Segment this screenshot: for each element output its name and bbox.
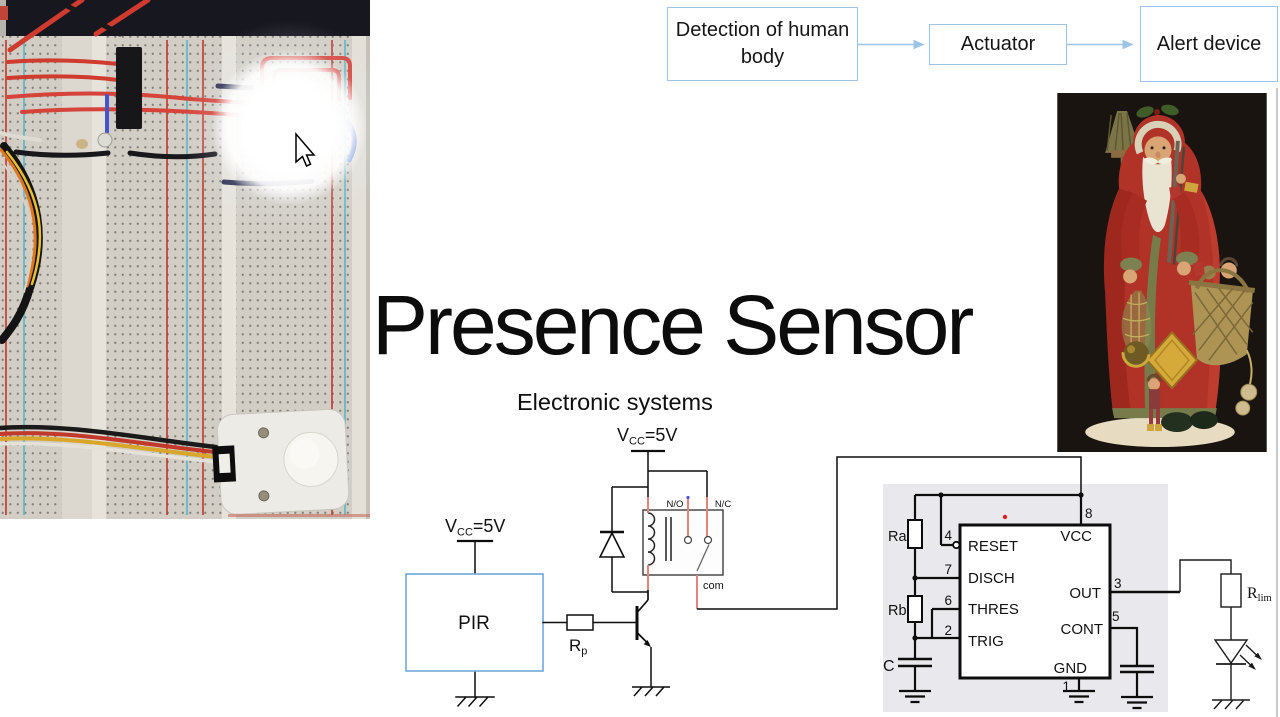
santa-face — [1144, 136, 1172, 164]
timer-555-circuit: Ra Rb C 4 7 6 2 8 3 5 1 RESET DISCH THRE… — [883, 492, 1180, 710]
pin-name-trig: TRIG — [968, 633, 1004, 650]
flow-box-alert: Alert device — [1140, 6, 1278, 82]
ground-symbol — [632, 686, 670, 697]
ic-chip-555 — [116, 47, 142, 129]
pin-name-gnd: GND — [1054, 660, 1088, 677]
pin-num-thres: 6 — [944, 593, 952, 608]
pin-num-disch: 7 — [944, 562, 952, 577]
santa-image — [1057, 93, 1267, 452]
relay-coil — [647, 512, 656, 566]
pin-num-vcc: 8 — [1085, 506, 1093, 521]
resistor-rlim-label: Rlim — [1247, 585, 1272, 604]
flow-box-detection: Detection of human body — [667, 7, 858, 81]
breadboard-photo — [0, 0, 370, 519]
resistor-rp-label: Rp — [569, 636, 587, 658]
hanging-doll — [1146, 373, 1162, 432]
santa-boot — [1189, 411, 1218, 430]
led-emission-arrows — [1239, 644, 1262, 670]
relay-to-timer-wire — [697, 456, 1082, 610]
reset-inversion-bubble — [952, 540, 961, 550]
rb-label: Rb — [888, 603, 907, 619]
ground-symbol — [1063, 689, 1095, 704]
page-subtitle: Electronic systems — [517, 389, 713, 415]
pin-name-cont: CONT — [1061, 621, 1104, 638]
flow-arrows — [858, 39, 1134, 50]
ra-label: Ra — [888, 529, 907, 545]
pir-block — [405, 573, 544, 672]
pir-vcc-label: VCC=5V — [445, 516, 505, 539]
net-bag-ball — [1121, 290, 1152, 368]
c-label: C — [883, 658, 895, 675]
capacitor-component — [76, 139, 88, 149]
flow-box-actuator-label: Actuator — [960, 33, 1036, 55]
relay-com-label: com — [703, 580, 724, 592]
page-title: Presence Sensor — [372, 278, 974, 372]
santa-boot — [1161, 412, 1193, 433]
ground-symbol — [1212, 699, 1250, 710]
ground-symbol — [899, 689, 931, 704]
gift-book — [1145, 330, 1199, 390]
relay-circuit: VCC=5V N/O N/C com — [598, 425, 1082, 610]
slide-edge-line — [1276, 88, 1278, 717]
relay-switch-arm — [696, 544, 710, 572]
blue-marker-dot — [686, 495, 690, 500]
led-circuit: Rlim — [1179, 559, 1272, 710]
pir-ribbon-cable — [0, 424, 228, 465]
resistor-rb — [907, 595, 923, 623]
pin-num-reset: 4 — [944, 528, 952, 543]
pin-num-cont: 5 — [1112, 609, 1120, 624]
flow-box-alert-label: Alert device — [1156, 32, 1262, 55]
pin-name-reset: RESET — [968, 538, 1018, 555]
flyback-diode — [598, 487, 626, 592]
pin-name-thres: THRES — [968, 601, 1019, 618]
ground-symbol — [1121, 695, 1153, 710]
pir-sensor-module — [212, 408, 350, 515]
flow-box-detection-label: Detection of human body — [675, 19, 850, 68]
relay-nc-label: N/C — [715, 499, 732, 510]
toy-basket — [1188, 257, 1258, 416]
pir-block-label: PIR — [458, 613, 490, 634]
pin-name-vcc: VCC — [1060, 528, 1092, 545]
resistor-rlim — [1220, 573, 1242, 608]
resistor-rp — [566, 614, 594, 631]
red-marker-dot — [1002, 514, 1008, 520]
santa-beard — [1142, 156, 1172, 233]
relay-no-contact — [683, 535, 693, 545]
pin-num-gnd: 1 — [1062, 679, 1070, 694]
relay-vcc-label: VCC=5V — [617, 425, 677, 448]
pin-name-disch: DISCH — [968, 570, 1015, 587]
flow-box-actuator: Actuator — [929, 24, 1067, 65]
pin-name-out: OUT — [1069, 585, 1101, 602]
pin-num-trig: 2 — [944, 623, 952, 638]
mouse-cursor — [295, 131, 316, 167]
led-symbol — [1213, 639, 1249, 665]
pin-num-out: 3 — [1114, 576, 1122, 591]
transistor — [632, 590, 670, 697]
resistor-ra — [907, 519, 923, 549]
relay-nc-contact — [703, 535, 713, 545]
round-component — [97, 132, 113, 148]
led-glow — [211, 49, 367, 205]
pir-circuit: VCC=5V PIR Rp — [405, 516, 638, 708]
ground-symbol — [455, 695, 495, 708]
timer-ic-body — [958, 523, 1112, 680]
relay-no-label: N/O — [667, 499, 684, 510]
